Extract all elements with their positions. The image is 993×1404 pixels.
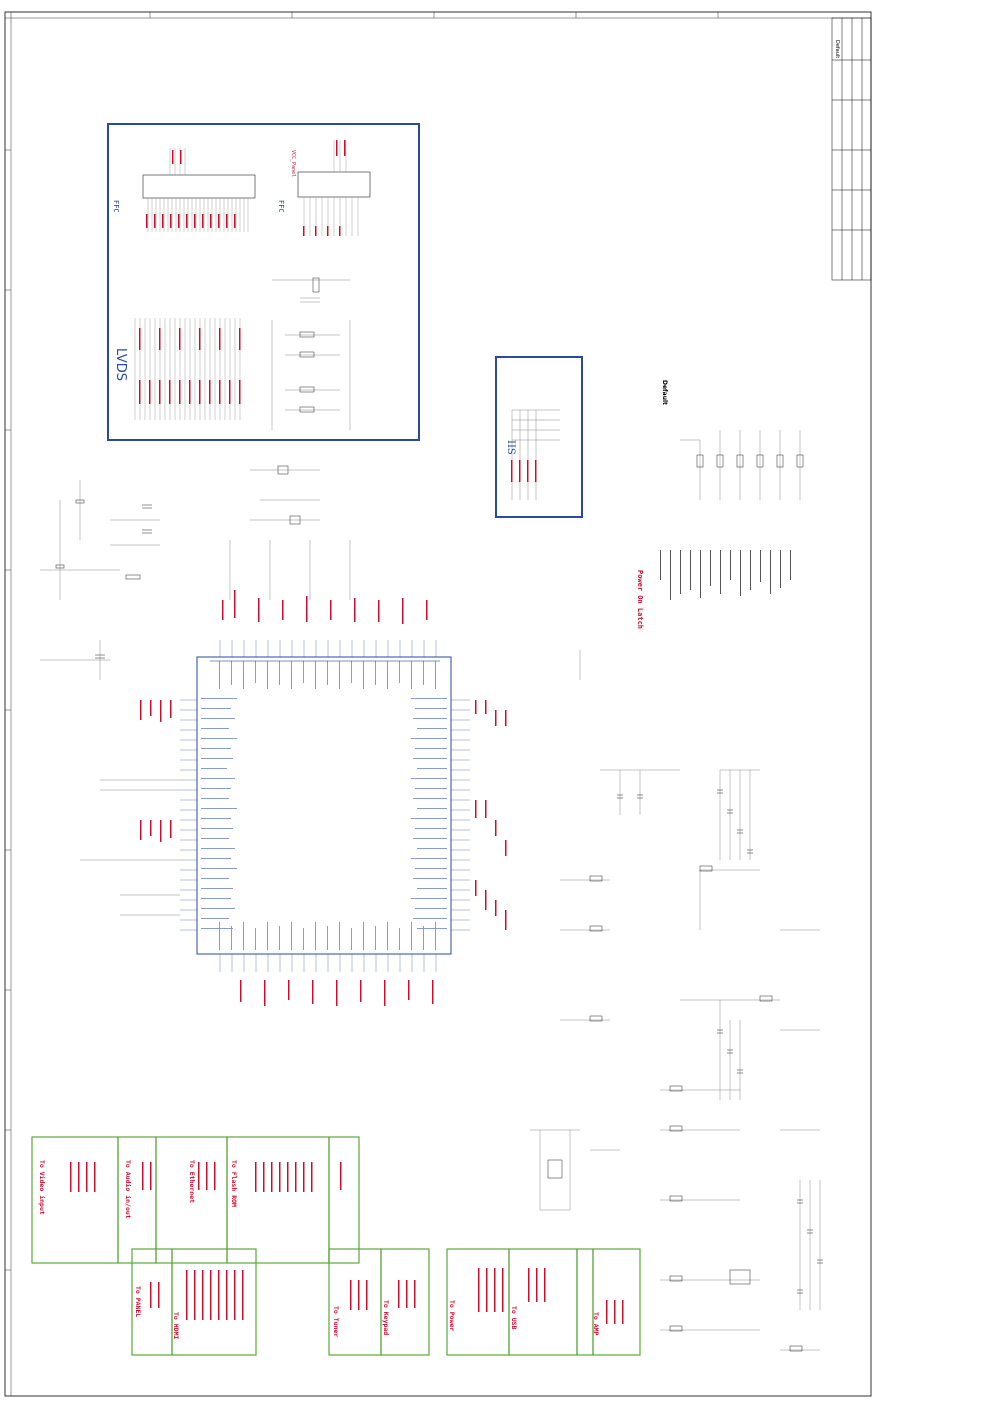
chip-top-label-area (210, 660, 440, 662)
lvds-box (107, 123, 420, 441)
right-capacitors (617, 789, 823, 1294)
lvds-bus (134, 318, 241, 420)
ffc-left-label: FFC (112, 200, 120, 213)
vcc-panel-label: VCC_Panel (290, 150, 296, 178)
box-title-tuner: To Tuner (332, 1306, 340, 1338)
power-on-latch (680, 430, 804, 500)
main-soc-chip (180, 640, 470, 972)
latch-notes (660, 550, 791, 600)
iis-box (495, 356, 583, 518)
box-title-ethernet: To Ethernet (188, 1160, 196, 1204)
chip-net-labels (140, 590, 507, 1006)
power-on-latch-title: Power On Latch (636, 570, 644, 630)
iis-wires (511, 409, 560, 500)
ffc-connector-left (142, 148, 256, 232)
connector-box-pins (70, 1162, 624, 1324)
right-ferrites (589, 865, 803, 1352)
box-title-panel: To PANEL (134, 1286, 142, 1318)
box-title-hdmi: To HDMI (172, 1312, 180, 1340)
connector-box-row1 (31, 1136, 360, 1264)
title-block-cell-1: Default (834, 40, 840, 59)
lvds-resistor-network (271, 277, 351, 430)
lvds-title: LVDS (113, 348, 128, 381)
ffc-right-label: FFC (277, 200, 285, 213)
sheet-frame (4, 11, 872, 1397)
box-title-usb: To USB (510, 1306, 518, 1330)
left-components (55, 499, 152, 659)
left-power-wires (40, 480, 180, 916)
vref-area (229, 465, 351, 600)
lvds-labels (139, 328, 241, 404)
right-supply-area (560, 650, 821, 1351)
iis-title: IIS (505, 440, 516, 455)
ffc-connector-right (297, 140, 371, 236)
box-title-amp: To AMP (592, 1312, 600, 1336)
box-title-flash-rom: To Flash ROM (230, 1160, 238, 1207)
title-block (831, 17, 872, 281)
latch-default-label: Default (661, 380, 668, 405)
crystal-oscillator (530, 1129, 620, 1211)
box-title-power: To Power (448, 1300, 456, 1332)
box-title-keypad: To Keypad (382, 1300, 390, 1336)
box-title-video-input: To Video input (38, 1160, 46, 1215)
connector-box-row2 (131, 1248, 641, 1356)
box-title-audio: To Audio in/out (124, 1160, 132, 1219)
frame-ticks (5, 12, 719, 1271)
